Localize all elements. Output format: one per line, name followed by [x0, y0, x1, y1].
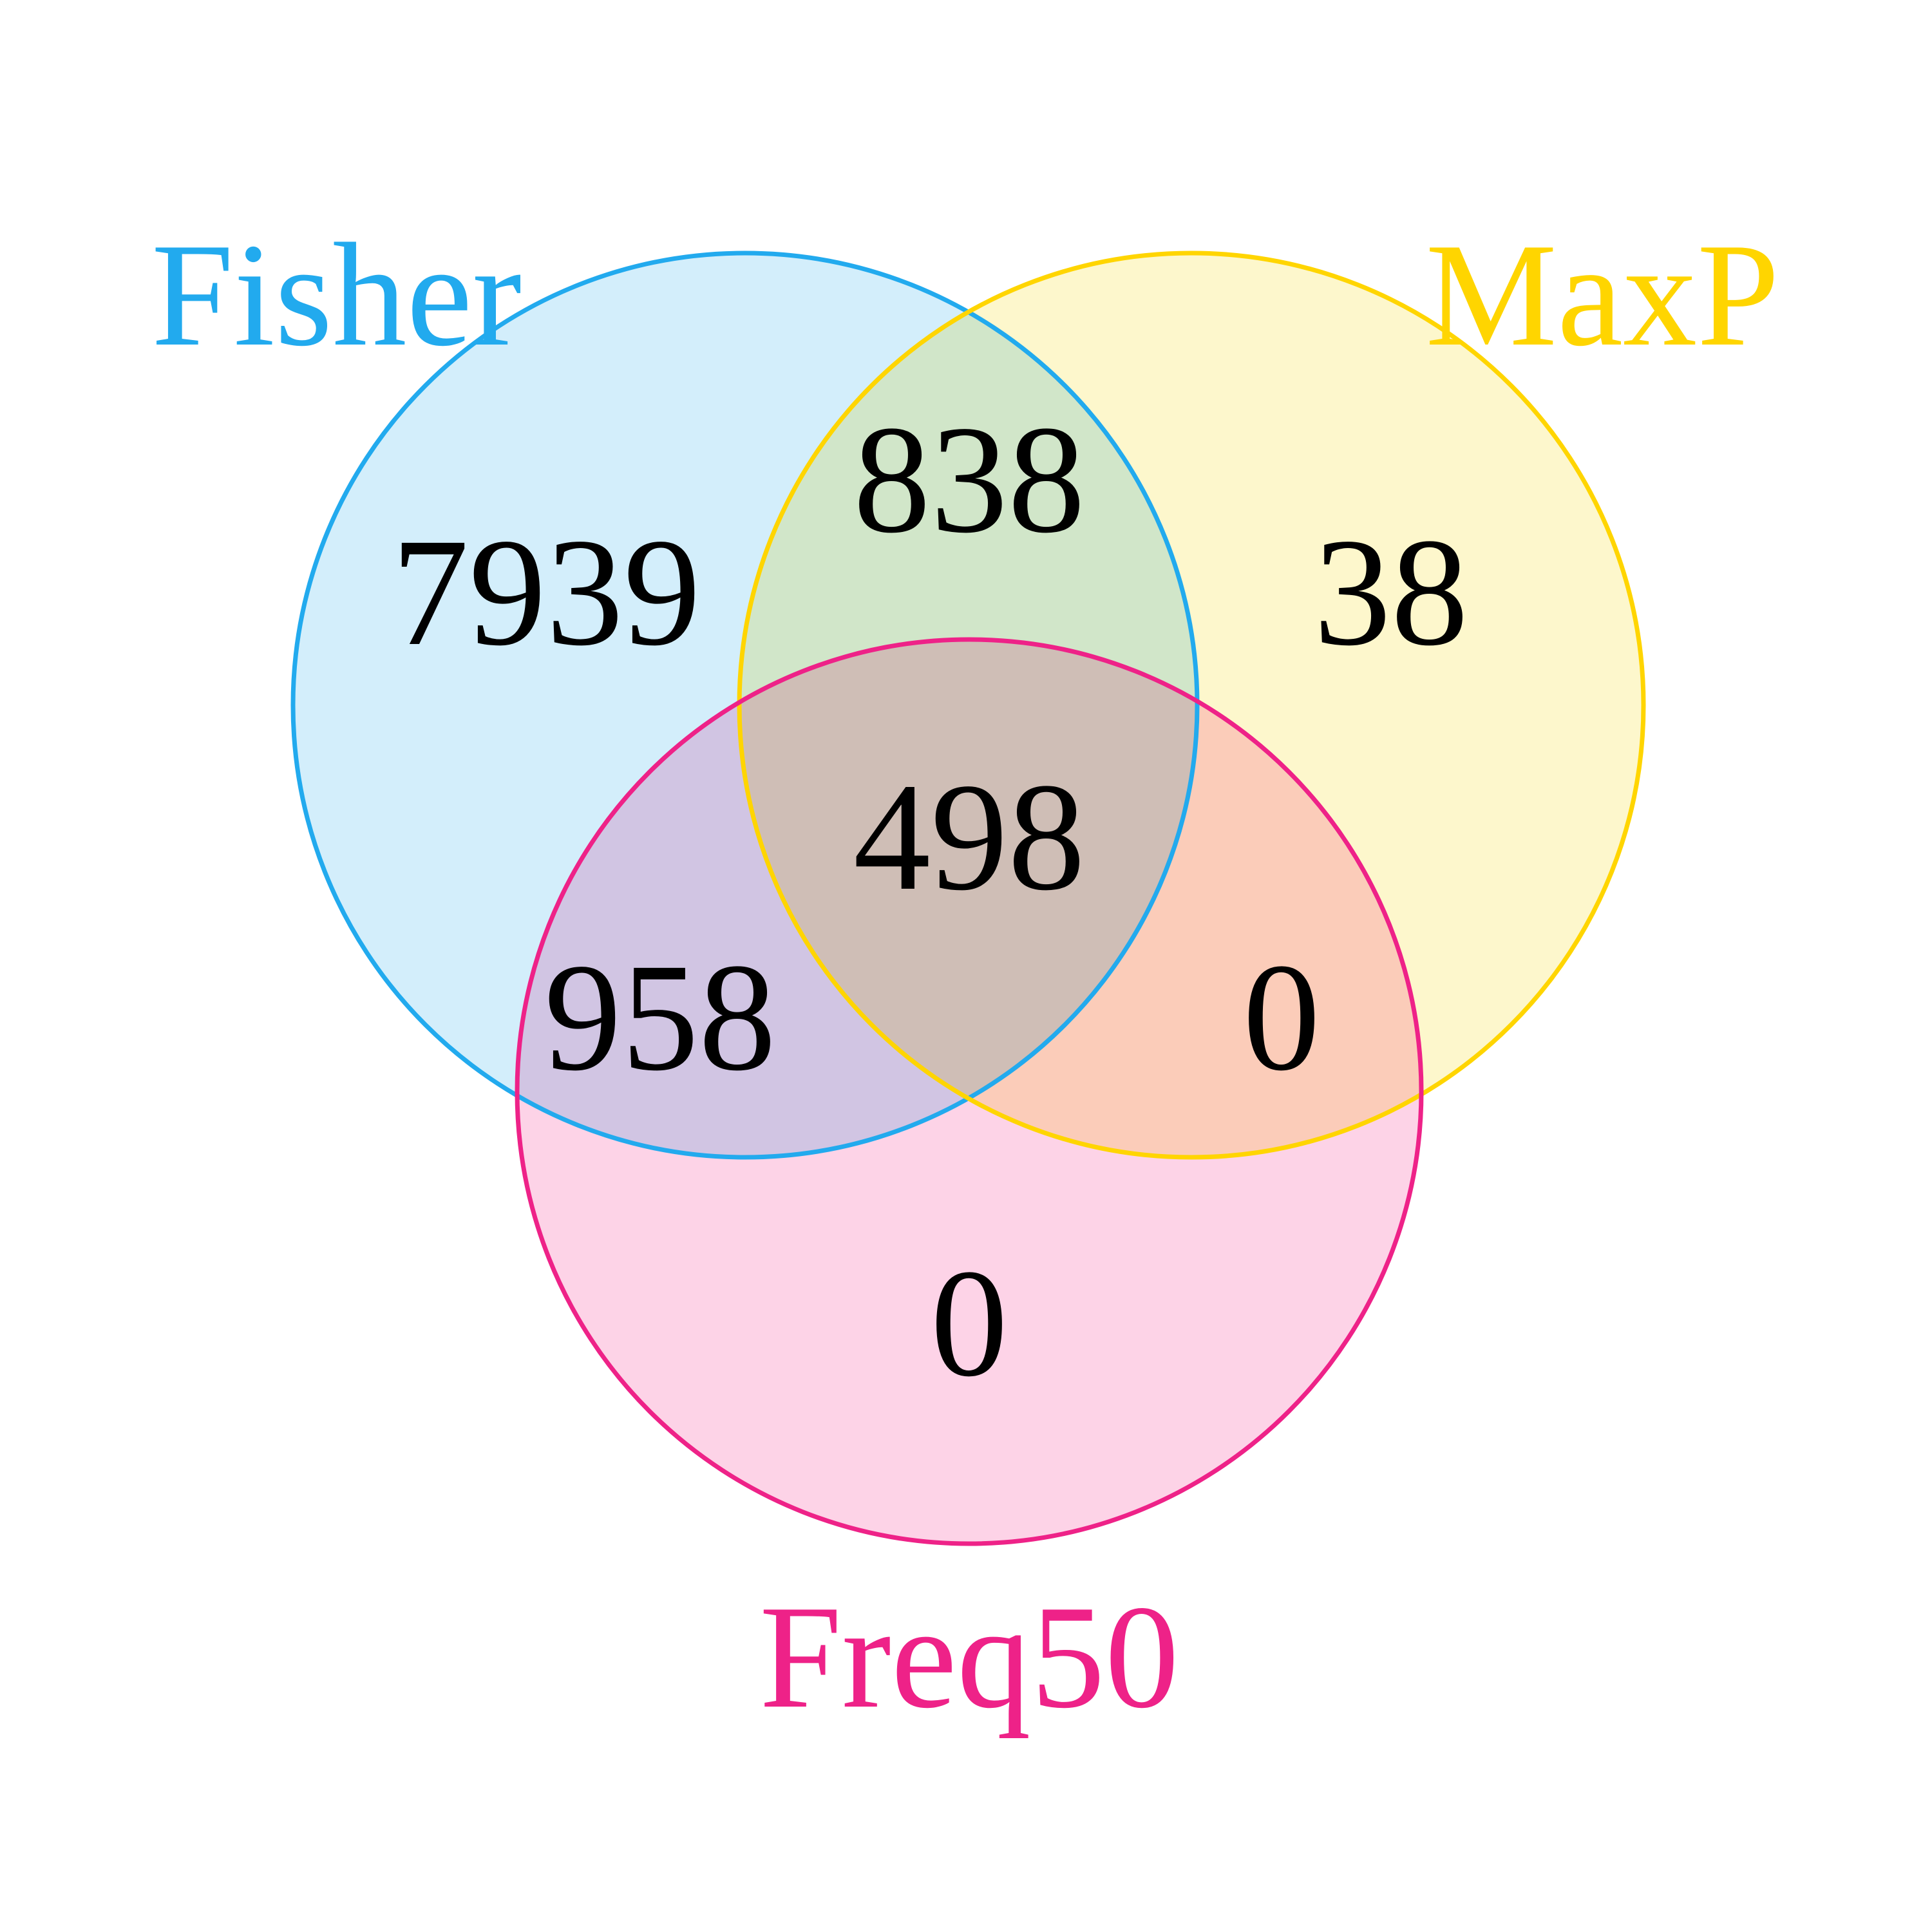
freq50-circle-fill	[517, 639, 1421, 1544]
freq50-set-label: Freq50	[759, 1575, 1179, 1739]
fisher-only-count: 7939	[392, 506, 701, 677]
fisher-freq50-count: 958	[544, 931, 776, 1103]
fisher-set-label: Fisher	[151, 213, 522, 377]
circle-outlines	[290, 251, 1646, 1546]
fisher-maxp-count: 838	[853, 393, 1085, 565]
fisher-circle-outline	[290, 251, 1200, 1160]
maxp-set-label: MaxP	[1425, 213, 1779, 377]
all-three-count: 498	[853, 751, 1085, 922]
freq50-only-count: 0	[931, 1237, 1008, 1408]
circle-fills	[293, 253, 1643, 1544]
maxp-only-count: 38	[1314, 506, 1468, 677]
maxp-freq50-count: 0	[1243, 931, 1320, 1103]
maxp-circle-outline	[737, 251, 1646, 1160]
freq50-circle-outline	[515, 637, 1424, 1546]
